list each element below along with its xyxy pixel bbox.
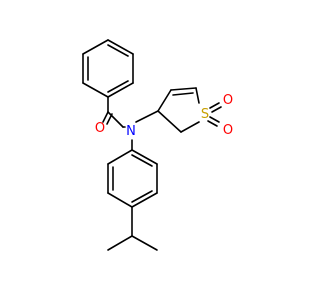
carbonyl-oxygen-label: O	[95, 121, 105, 136]
molecule-structure: O N S O O	[82, 39, 233, 251]
isopropyl-group	[107, 206, 158, 251]
nitrogen-label: N	[126, 124, 136, 139]
sulfonyl-bonds	[207, 102, 222, 127]
dihydrothiophene-ring	[157, 87, 200, 133]
sulfonyl-oxygen-bottom-label: O	[223, 123, 233, 138]
benzoyl-phenyl-ring	[82, 39, 134, 98]
sulfonyl-oxygen-top-label: O	[223, 93, 233, 108]
isopropylphenyl-ring	[107, 149, 158, 208]
carbonyl-group	[102, 96, 124, 128]
amide-bonds	[122, 110, 159, 151]
sulfur-label: S	[201, 107, 209, 122]
molecule-canvas: O N S O O	[82, 39, 234, 251]
